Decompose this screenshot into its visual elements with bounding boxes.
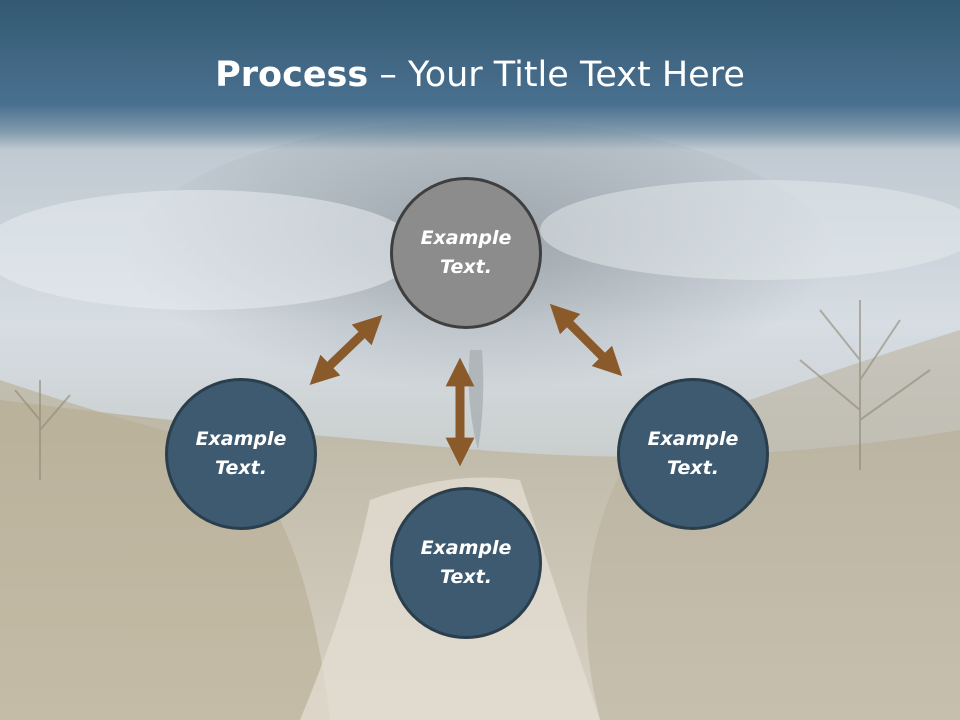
process-node-top: Example Text. — [390, 177, 542, 329]
title-rest-text: – Your Title Text Here — [368, 55, 745, 95]
double-arrow-top-right — [549, 303, 623, 377]
header-band — [0, 0, 960, 150]
node-bottom-line1: Example — [420, 537, 512, 559]
node-top-line2: Text. — [440, 256, 492, 278]
title-bold-text: Process — [215, 55, 369, 95]
process-node-right: Example Text. — [617, 378, 769, 530]
node-top-line1: Example — [420, 227, 512, 249]
node-right-line2: Text. — [667, 457, 719, 479]
node-right-line1: Example — [647, 428, 739, 450]
process-node-left: Example Text. — [165, 378, 317, 530]
double-arrow-top-left — [309, 315, 383, 385]
process-node-bottom: Example Text. — [390, 487, 542, 639]
page-title: Process – Your Title Text Here — [0, 52, 960, 98]
node-left-line1: Example — [195, 428, 287, 450]
node-bottom-line2: Text. — [440, 566, 492, 588]
node-left-line2: Text. — [215, 457, 267, 479]
